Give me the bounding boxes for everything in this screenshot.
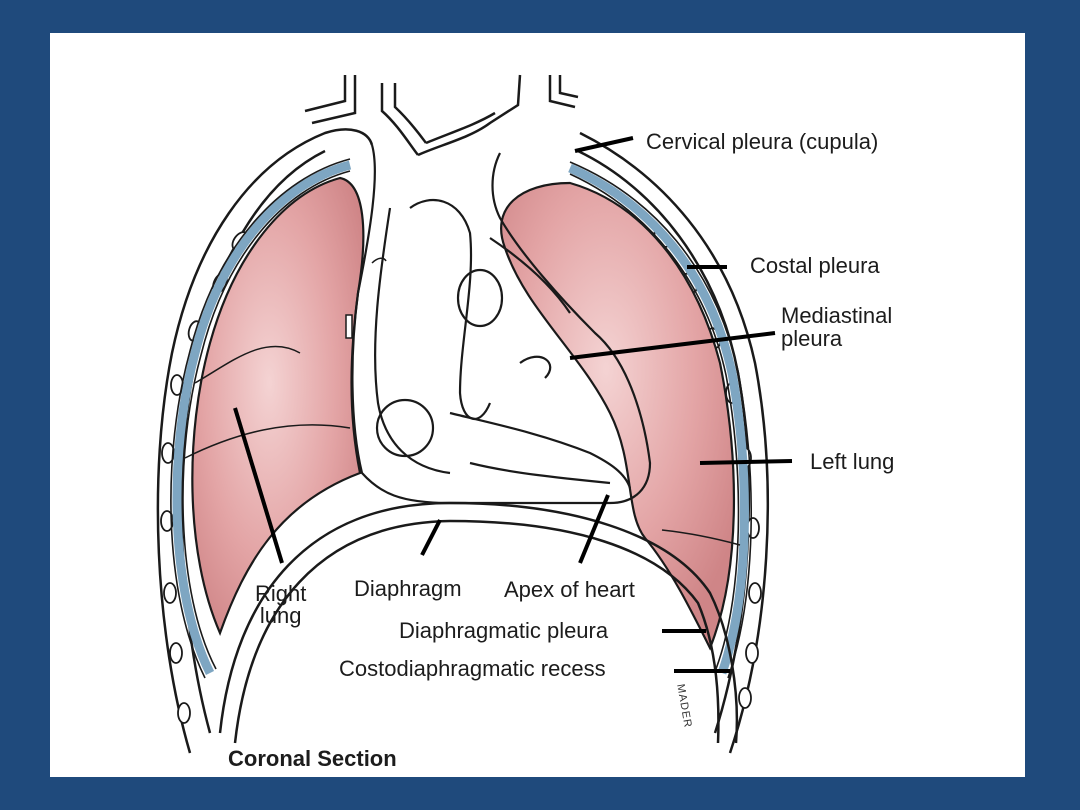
diagram-caption: Coronal Section bbox=[228, 746, 397, 771]
label-right-lung: Right lung bbox=[255, 581, 307, 628]
mediastinum bbox=[351, 144, 652, 505]
pleura-illustration bbox=[156, 74, 793, 754]
pleura-layers bbox=[172, 160, 749, 676]
label-diaphragmatic-pleura: Diaphragmatic pleura bbox=[399, 618, 609, 643]
pointer-lines bbox=[233, 136, 793, 673]
label-left-lung: Left lung bbox=[810, 449, 895, 474]
label-costodiaphragmatic-recess: Costodiaphragmatic recess bbox=[339, 656, 606, 681]
label-mediastinal-pleura: Mediastinal pleura bbox=[781, 303, 893, 351]
diaphragm bbox=[218, 501, 739, 744]
label-costal-pleura: Costal pleura bbox=[750, 253, 880, 278]
great-vessels bbox=[304, 74, 579, 157]
label-diaphragm: Diaphragm bbox=[354, 576, 462, 601]
right-lung bbox=[191, 176, 365, 636]
label-cervical-pleura: Cervical pleura (cupula) bbox=[646, 129, 879, 154]
label-apex-of-heart: Apex of heart bbox=[504, 577, 635, 602]
diagram-panel: Cervical pleura (cupula) Costal pleura M… bbox=[50, 33, 1025, 777]
